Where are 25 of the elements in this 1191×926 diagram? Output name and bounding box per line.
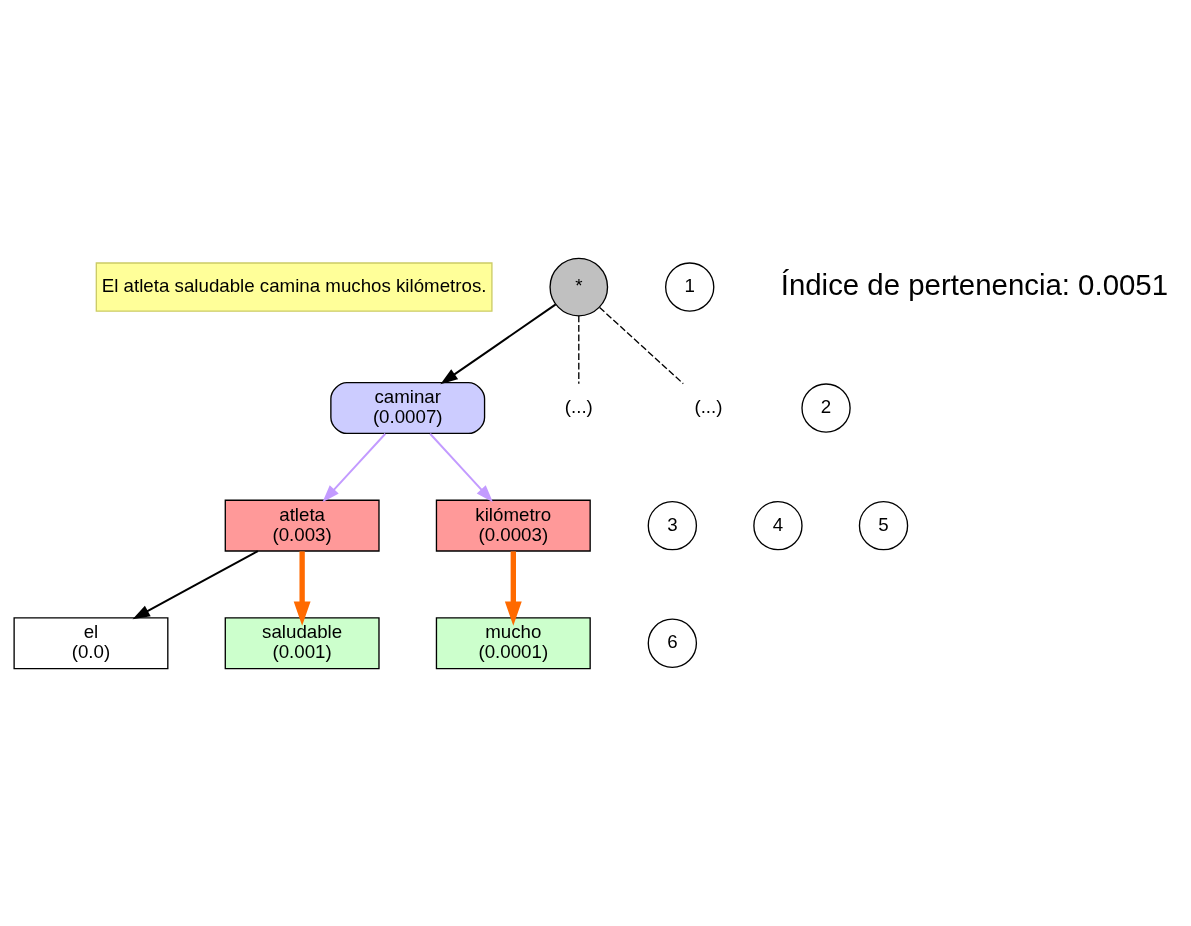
- connector: [578, 314, 580, 384]
- node-circle: 5: [858, 500, 909, 550]
- node-circle: 3: [647, 500, 698, 550]
- node-circle: 4: [753, 500, 803, 550]
- connector: [598, 306, 684, 384]
- node-text: (...): [694, 395, 723, 417]
- node-box: el (0.0): [13, 616, 169, 669]
- node-circle: *: [549, 257, 609, 316]
- arrow: [429, 432, 493, 502]
- node-text: (...): [564, 395, 593, 417]
- arrow: [293, 550, 311, 626]
- node-circle: 1: [665, 261, 715, 312]
- arrow: [440, 302, 557, 384]
- node-box: saludable (0.001): [224, 616, 380, 669]
- label: Índice de pertenencia: 0.0051: [780, 267, 1169, 301]
- node-box: atleta (0.003): [224, 499, 380, 552]
- node-box: mucho (0.0001): [435, 616, 591, 669]
- arrow: [322, 432, 387, 502]
- arrow: [132, 549, 259, 619]
- node-circle: 6: [647, 618, 698, 668]
- arrow: [504, 550, 522, 626]
- node-box: El atleta saludable camina muchos kilómetros.: [95, 261, 493, 312]
- node-box: caminar (0.0007): [330, 381, 486, 434]
- node-box: kilómetro (0.0003): [435, 499, 591, 552]
- node-circle: 2: [801, 382, 851, 433]
